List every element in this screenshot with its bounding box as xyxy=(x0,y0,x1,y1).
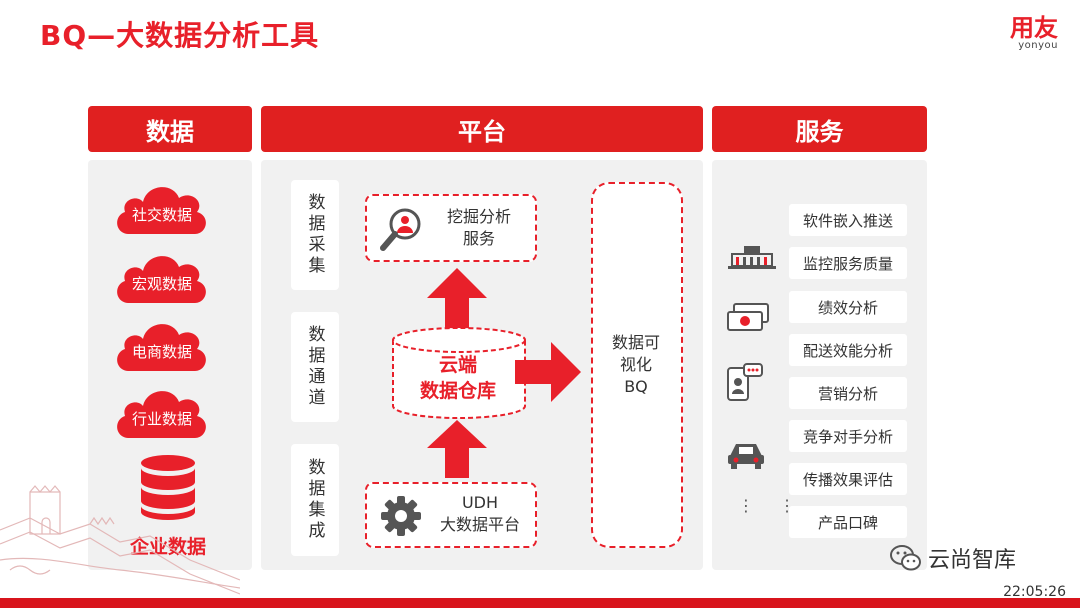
udh-line1: UDH xyxy=(461,493,499,512)
service-item: 绩效分析 xyxy=(789,291,907,323)
magnifier-person-icon xyxy=(380,208,421,251)
arrow-up-icon xyxy=(427,420,487,478)
platform-panel: 数据采集 数据通道 数据集成 挖掘分析 服务 云端 数据仓库 xyxy=(261,160,703,570)
service-item: 产品口碑 xyxy=(789,506,907,538)
data-source-social: 社交数据 xyxy=(111,176,213,238)
service-item: 竞争对手分析 xyxy=(789,420,907,452)
udh-line2: 大数据平台 xyxy=(439,515,520,534)
data-source-label: 电商数据 xyxy=(131,343,192,361)
mining-service-box: 挖掘分析 服务 xyxy=(365,194,537,262)
yonyou-logo: 用友 yonyou xyxy=(1010,16,1058,51)
wechat-icon xyxy=(890,545,921,571)
data-source-label: 行业数据 xyxy=(131,410,192,428)
data-source-macro: 宏观数据 xyxy=(111,245,213,307)
bottom-bar xyxy=(0,598,1080,608)
building-icon xyxy=(728,246,776,269)
mining-service-line1: 挖掘分析 xyxy=(446,207,511,226)
warehouse-line2: 数据仓库 xyxy=(419,380,496,402)
ellipsis: ⋮ ⋮ xyxy=(738,496,806,515)
visualization-bq-box xyxy=(591,182,683,548)
tab-label: 数据采集 xyxy=(304,193,325,277)
page-title: BQ—大数据分析工具 xyxy=(40,19,320,52)
visualization-line2: 视化 xyxy=(619,355,652,374)
service-item: 监控服务质量 xyxy=(789,247,907,279)
data-source-industry: 行业数据 xyxy=(111,380,213,442)
service-item: 传播效果评估 xyxy=(789,463,907,495)
cloud-icon xyxy=(117,391,206,438)
data-source-label: 社交数据 xyxy=(131,206,192,224)
phone-chat-icon xyxy=(727,363,763,401)
money-icon xyxy=(727,303,769,331)
data-source-label: 宏观数据 xyxy=(131,275,192,293)
timestamp: 22:05:26 xyxy=(1003,584,1066,600)
cloud-icon xyxy=(117,187,206,234)
tab-label: 数据通道 xyxy=(304,325,325,409)
service-panel: 软件嵌入推送 监控服务质量 绩效分析 配送效能分析 营销分析 竞争对手分析 传播… xyxy=(712,160,927,570)
tab-data-channel: 数据通道 xyxy=(291,312,339,422)
service-item: 软件嵌入推送 xyxy=(789,204,907,236)
gear-icon xyxy=(381,496,421,536)
watermark-text: 云尚智库 xyxy=(928,548,1017,573)
cloud-icon xyxy=(117,324,206,371)
great-wall-decoration-icon xyxy=(0,485,240,595)
header-data: 数据 xyxy=(88,106,252,152)
header-platform: 平台 xyxy=(261,106,703,152)
data-source-ecommerce: 电商数据 xyxy=(111,313,213,375)
wechat-watermark: 云尚智库 xyxy=(890,542,1016,574)
service-item: 配送效能分析 xyxy=(789,334,907,366)
header-service: 服务 xyxy=(712,106,927,152)
tab-label: 数据集成 xyxy=(304,458,325,542)
car-icon xyxy=(728,444,764,469)
logo-subtext: yonyou xyxy=(1018,40,1058,51)
udh-platform-box: UDH 大数据平台 xyxy=(365,482,537,548)
mining-service-line2: 服务 xyxy=(462,229,495,248)
warehouse-line1: 云端 xyxy=(438,354,477,376)
tab-data-collection: 数据采集 xyxy=(291,180,339,290)
logo-text: 用友 xyxy=(1010,14,1058,42)
visualization-line3: BQ xyxy=(624,377,648,396)
visualization-line1: 数据可 xyxy=(611,333,660,352)
database-icon xyxy=(141,455,195,520)
arrow-right-icon xyxy=(515,342,581,402)
arrow-up-icon xyxy=(427,268,487,334)
cloud-warehouse-cylinder xyxy=(392,327,526,419)
cloud-icon xyxy=(117,256,206,303)
service-item: 营销分析 xyxy=(789,377,907,409)
data-panel: 社交数据 宏观数据 电商数据 行业数据 企业数据 xyxy=(88,160,252,570)
tab-data-integration: 数据集成 xyxy=(291,444,339,556)
